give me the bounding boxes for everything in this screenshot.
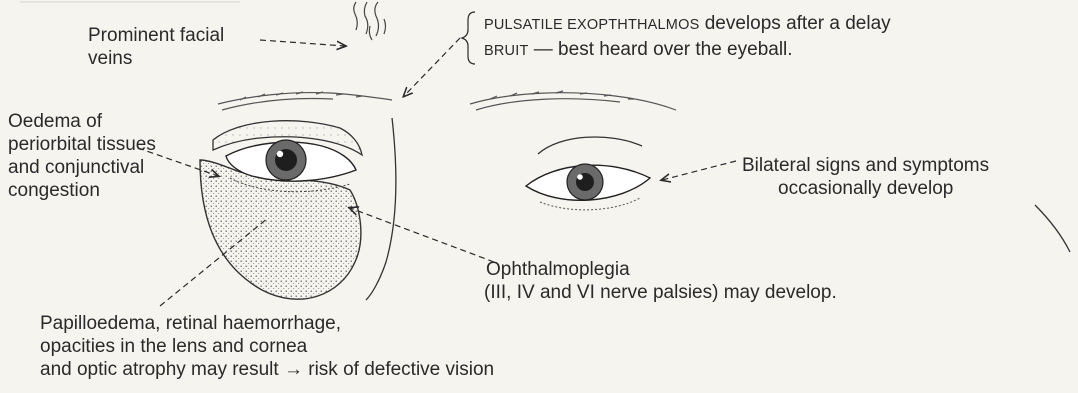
veins-arrow xyxy=(260,40,345,46)
swollen-right-eye xyxy=(200,121,362,300)
facial-veins-drawing xyxy=(354,2,386,40)
right-eyebrow xyxy=(218,92,392,110)
ophthalmoplegia-arrow xyxy=(350,208,494,262)
pulsatile-arrow xyxy=(404,38,460,96)
papilloedema-label: Papilloedema, retinal haemorrhage, opaci… xyxy=(40,312,494,381)
nose-contour xyxy=(366,118,396,300)
bilateral-arrow xyxy=(662,161,736,180)
normal-left-eye xyxy=(526,137,650,210)
facial-veins-label: Prominent facial veins xyxy=(88,24,224,70)
oedema-label: Oedema of periorbital tissues and conjun… xyxy=(8,110,156,202)
ophthalmoplegia-label: Ophthalmoplegia (III, IV and VI nerve pa… xyxy=(486,258,837,304)
left-eyebrow xyxy=(470,91,676,110)
cheek-contour xyxy=(1035,205,1070,252)
pulsatile-exophthalmos-label: PULSATILE EXOPTHTHALMOS develops after a… xyxy=(484,12,891,37)
label-brace xyxy=(462,12,475,64)
bilateral-signs-label: Bilateral signs and symptoms occasionall… xyxy=(742,154,989,200)
bruit-label: BRUIT — best heard over the eyeball. xyxy=(484,38,793,63)
